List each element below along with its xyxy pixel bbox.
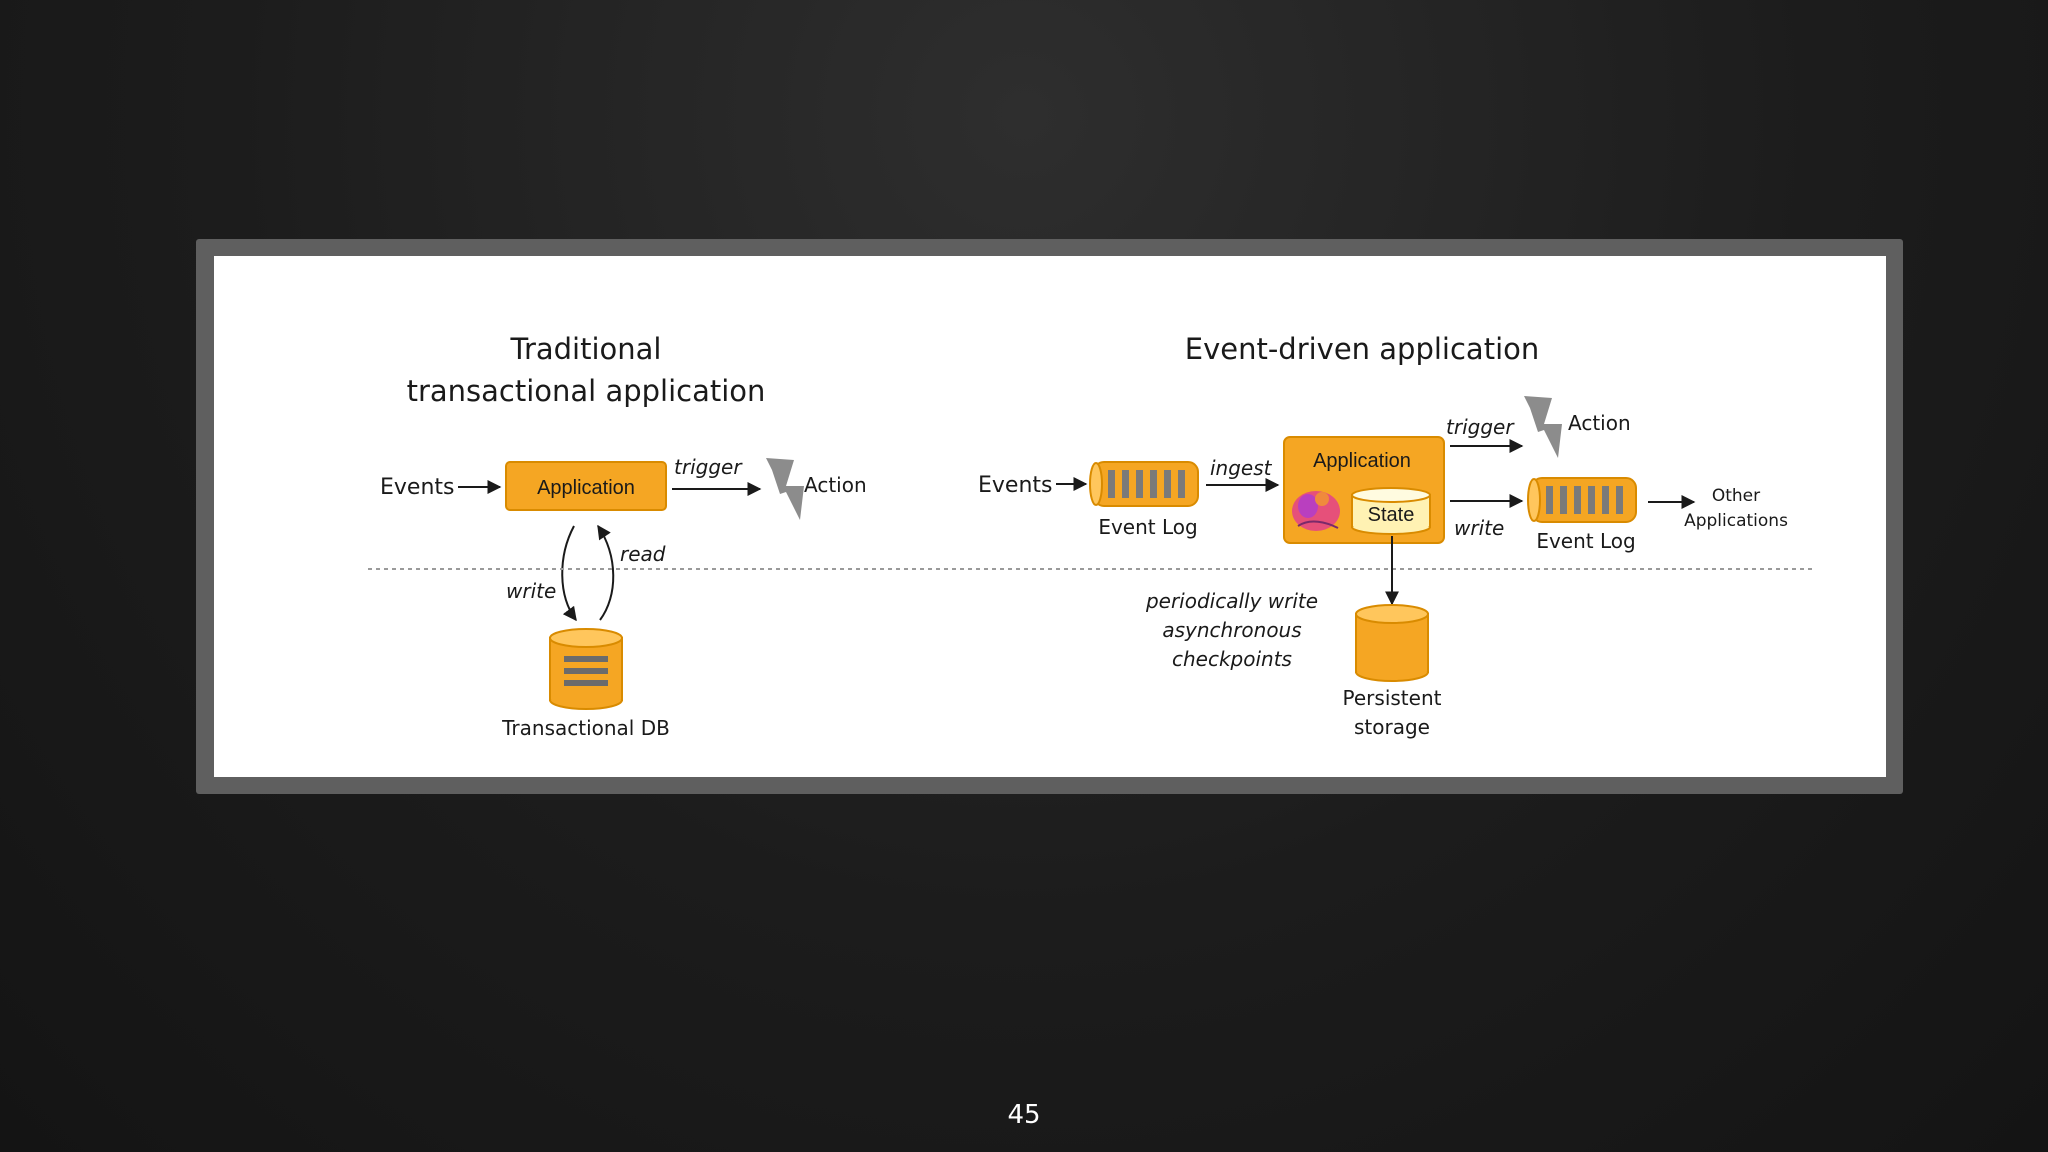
event-log-out-label: Event Log — [1536, 529, 1635, 553]
traditional-application-label: Application — [537, 477, 635, 499]
state-label: State — [1368, 504, 1415, 526]
event-log-out-icon — [1527, 477, 1637, 523]
traditional-action-label: Action — [804, 473, 867, 497]
flink-squirrel-icon — [1292, 491, 1340, 531]
diagram-canvas: Traditional transactional application Ev… — [214, 256, 1886, 777]
traditional-title-line2: transactional application — [407, 374, 766, 408]
transactional-db-icon — [549, 628, 623, 710]
checkpoint-line1: periodically write — [1145, 589, 1318, 613]
event-driven-section: Event-driven application Events Event Lo… — [978, 332, 1788, 739]
checkpoint-line2: asynchronous — [1162, 618, 1301, 642]
persistent-storage-line2: storage — [1354, 715, 1430, 739]
ingest-label: ingest — [1210, 456, 1273, 480]
transactional-db-label: Transactional DB — [501, 716, 670, 740]
lightning-icon — [766, 458, 804, 520]
event-log-in-icon — [1089, 461, 1199, 507]
event-driven-title: Event-driven application — [1185, 332, 1540, 366]
event-log-in-label: Event Log — [1098, 515, 1197, 539]
traditional-title-line1: Traditional — [510, 332, 662, 366]
event-driven-application-box: Application State — [1283, 436, 1445, 544]
traditional-section: Traditional transactional application Ev… — [380, 332, 867, 740]
persistent-storage-line1: Persistent — [1343, 686, 1442, 710]
traditional-application-box: Application — [505, 461, 667, 511]
event-driven-events-label: Events — [978, 473, 1053, 498]
event-driven-application-label: Application — [1313, 450, 1411, 472]
traditional-events-label: Events — [380, 475, 455, 500]
checkpoint-line3: checkpoints — [1172, 647, 1292, 671]
other-applications-line2: Applications — [1684, 511, 1788, 531]
read-arrow — [597, 524, 615, 621]
write-arrow — [561, 525, 577, 622]
lightning-icon-right — [1524, 396, 1562, 458]
other-applications-line1: Other — [1712, 486, 1760, 506]
persistent-storage-icon — [1355, 604, 1429, 682]
page-number: 45 — [1007, 1100, 1041, 1130]
event-driven-action-label: Action — [1568, 411, 1631, 435]
write-label: write — [506, 579, 556, 603]
diagram: Traditional transactional application Ev… — [368, 332, 1814, 740]
event-driven-write-label: write — [1454, 516, 1504, 540]
read-label: read — [620, 542, 666, 566]
event-driven-trigger-label: trigger — [1446, 415, 1515, 439]
state-db-icon: State — [1351, 487, 1431, 535]
traditional-trigger-label: trigger — [674, 455, 743, 479]
